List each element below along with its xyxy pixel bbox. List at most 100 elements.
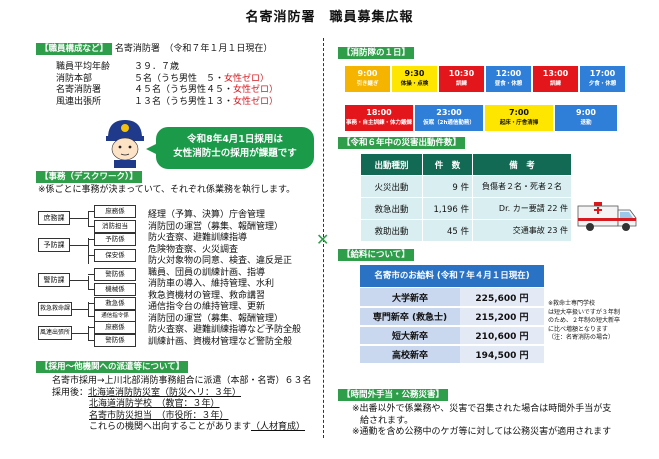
table-header-row: 出動種別 件 数 備 考: [360, 153, 572, 176]
duty-item: 防火対象物の同意、検査、違反是正: [148, 256, 293, 266]
schedule-activity: 仮眠（2h通信勤務）: [423, 120, 475, 126]
sub-box: 警防係: [94, 268, 136, 281]
table-cell: 救助出動: [360, 219, 423, 242]
table-row: 短大新卒 210,600 円: [360, 326, 544, 346]
schedule-time: 9:00: [357, 69, 378, 78]
table-cell: 交通事故 23 件: [472, 219, 572, 242]
overtime-body: ※出番以外で係業務や、災害で召集された場合は時間外手当が支 給されます。 ※通勤…: [352, 404, 652, 439]
overtime-section: 【時間外手当・公務災害】: [338, 389, 449, 401]
duty-item: 消防団の運営（募集、報酬管理）: [148, 313, 284, 324]
disaster-section: 【令和６年中の災害出動件数】: [338, 137, 466, 149]
center-divider: [323, 38, 324, 438]
schedule-activity: 事務・自主訓練・体力鍛錬: [345, 120, 412, 126]
recruit-speech-bubble: 令和8年4月1日採用は 女性消防士の採用が課題です: [146, 127, 314, 169]
staff-section: 【職員構成など】 名寄消防署 （令和７年１月１日現在）: [36, 43, 272, 56]
schedule-block: 12:00 昼食・休憩: [486, 66, 531, 92]
table-row: 高校新卒 194,500 円: [360, 345, 544, 365]
salary-tag: 【給料について】: [338, 249, 414, 261]
schedule-time: 12:00: [495, 69, 522, 78]
salary-note: ※救命士専門学校 は短大卒扱いですが３年制 のため、２年制の短大新卒 に比べ増額…: [548, 300, 656, 343]
haken-line: 名寄市防災担当 （市役所：３年）: [89, 410, 229, 421]
haken-line: 採用後：北海道消防防災室（防災ヘリ：３年）: [52, 387, 242, 398]
overtime-tag: 【時間外手当・公務災害】: [338, 389, 449, 401]
staff-tag: 【職員構成など】: [36, 43, 113, 55]
table-header: 備 考: [472, 153, 572, 176]
duty-item: 職員、団員の訓練計画、指導: [148, 267, 266, 278]
note-line: のため、２年制の短大新卒: [548, 317, 621, 324]
disaster-tag: 【令和６年中の災害出動件数】: [338, 137, 466, 149]
bubble-line: 女性消防士の採用が課題です: [173, 148, 297, 159]
page-title: 名寄消防署 職員募集広報: [245, 10, 414, 25]
schedule-block: 9:00 引き継ぎ: [345, 66, 390, 92]
schedule-activity: 訓練: [455, 81, 467, 87]
duty-item: 経理（予算、決算）庁舎管理: [148, 210, 266, 220]
bubble-line: 令和8年4月1日採用は: [187, 134, 283, 145]
table-cell: Dr. カー要請 22 件: [472, 197, 572, 220]
overtime-line: ※出番以外で係業務や、災害で召集された場合は時間外手当が支: [352, 404, 612, 414]
overtime-line: 給されます。: [360, 415, 414, 426]
divider-cross-icon: ✕: [316, 230, 330, 249]
table-row: 専門新卒 (救急士) 215,200 円: [360, 307, 544, 327]
note-line: は短大卒扱いですが３年制: [548, 308, 620, 316]
schedule-activity: 昼食・休憩: [494, 81, 523, 87]
table-cell: 短大新卒: [360, 326, 460, 346]
haken-tag: 【採用～他機関への派遣等について】: [36, 361, 189, 373]
table-row: 救助出動 45 件 交通事故 23 件: [360, 219, 572, 242]
duty-item: 救急資機材の管理、救命講習: [148, 290, 266, 301]
table-cell: 45 件: [422, 219, 473, 242]
haken-line: これらの機関へ出向することがあります（人材育成）: [89, 422, 306, 432]
schedule-activity: 夕食・休憩: [588, 81, 617, 87]
note-line: に比べ増額となります: [548, 325, 608, 333]
salary-table: 大学新卒 225,600 円 専門新卒 (救急士) 215,200 円 短大新卒…: [360, 288, 544, 365]
duty-item: 通信指令台の維持管理、更新: [148, 302, 266, 312]
schedule-activity: 訓練: [549, 81, 561, 87]
jimu-section: 【事務（デスクワーク）】: [36, 171, 142, 183]
duty-item: 消防団の運営（募集、報酬管理）: [148, 221, 284, 232]
jimu-tag: 【事務（デスクワーク）】: [36, 171, 142, 183]
salary-header: 名寄市のお給料 (令和７年４月１日現在): [360, 265, 544, 287]
group-box: 風連出張所: [38, 326, 72, 340]
schedule-block: 13:00 訓練: [533, 66, 578, 92]
duty-item: 防火査察、避難訓練指導など予防全般: [148, 325, 302, 335]
table-header: 件 数: [422, 153, 473, 176]
table-cell: 194,500 円: [460, 345, 544, 365]
table-row: 火災出動 9 件 負傷者２名・死者２名: [360, 175, 572, 198]
haken-line: 名寄市採用→上川北部消防事務組合に派遣（本部・名寄）６３名: [52, 376, 312, 386]
schedule-time: 18:00: [366, 108, 392, 117]
sub-box: 保安係: [94, 249, 136, 262]
schedule-time: 23:00: [436, 108, 462, 117]
schedule-block: 23:00 仮眠（2h通信勤務）: [415, 105, 483, 131]
schedule-time: 9:00: [576, 108, 596, 117]
sub-box: 庶務係: [94, 205, 136, 218]
group-box: 救急救命課: [38, 302, 72, 316]
duty-list: 経理（予算、決算）庁舎管理 消防団の運営（募集、報酬管理） 防火査察、避難訓練指…: [148, 210, 320, 348]
table-cell: 大学新卒: [360, 288, 460, 308]
table-cell: 225,600 円: [460, 288, 544, 308]
table-cell: 専門新卒 (救急士): [360, 307, 460, 327]
table-cell: 215,200 円: [460, 307, 544, 327]
table-header: 出動種別: [360, 153, 423, 176]
group-box: 庶務課: [38, 211, 70, 225]
schedule-time: 13:00: [542, 69, 569, 78]
org-chart: 庶務課 予防課 警防課 救急救命課 風連出張所 庶務係 消防担当 予防係 保安係…: [38, 200, 148, 360]
haken-line: 北海道消防学校 （教官：３年）: [89, 399, 220, 409]
overtime-line: ※通勤を含め公務中のケガ等に対しては公務災害が適用されます: [352, 427, 612, 437]
group-box: 予防課: [38, 238, 70, 252]
table-cell: 9 件: [422, 175, 473, 198]
note-line: ※救命士専門学校: [548, 300, 596, 307]
table-cell: 救急出動: [360, 197, 423, 220]
duty-item: 訓練計画、資機材管理など警防全般: [148, 336, 293, 347]
schedule-activity: 引き継ぎ: [356, 81, 379, 87]
day-section: 【消防隊の１日】: [338, 47, 415, 59]
haken-section: 【採用～他機関への派遣等について】: [36, 361, 189, 373]
schedule-time: 9:30: [404, 69, 425, 78]
sub-box: 救急係: [94, 297, 136, 310]
